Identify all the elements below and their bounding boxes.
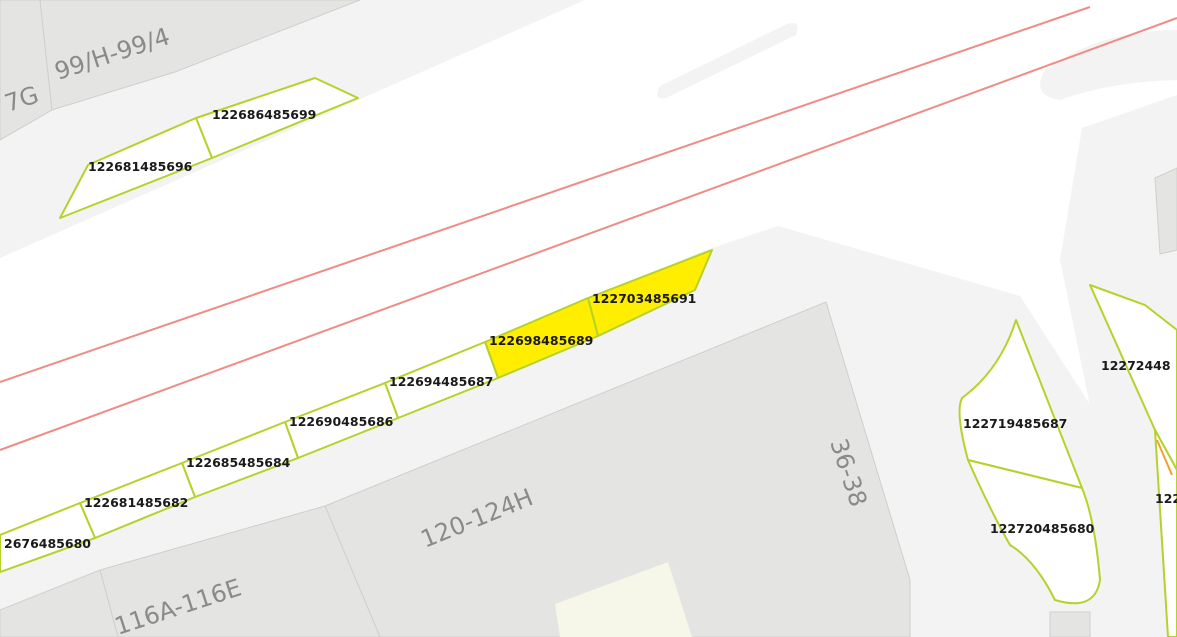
road-edge-south xyxy=(0,17,1177,451)
parking-bay[interactable] xyxy=(958,319,1083,489)
building-east[interactable] xyxy=(1154,167,1177,255)
bay-label: 122690485686 xyxy=(289,414,394,429)
traffic-island-2 xyxy=(1040,30,1177,100)
building-99h[interactable] xyxy=(39,0,361,111)
bay-label: 122694485687 xyxy=(389,374,493,389)
block-east xyxy=(1060,95,1177,620)
road-accent-orange xyxy=(1156,439,1173,476)
bay-label: 122 xyxy=(1155,491,1177,506)
parking-bay[interactable] xyxy=(1154,429,1177,637)
bay-label: 122686485699 xyxy=(212,107,316,122)
bay-label: 122720485680 xyxy=(990,521,1095,536)
traffic-island-1 xyxy=(657,22,798,99)
road-lines xyxy=(0,6,1177,451)
bay-label: 2676485680 xyxy=(4,536,91,551)
parking-bays[interactable] xyxy=(0,77,1177,637)
parking-bay[interactable] xyxy=(967,459,1101,605)
bay-label: 122698485689 xyxy=(489,333,593,348)
parking-bay[interactable] xyxy=(59,117,213,219)
road-edge-north xyxy=(0,6,1091,383)
parking-bay[interactable] xyxy=(0,502,96,573)
building-corner[interactable] xyxy=(0,569,119,637)
bay-label: 122681485682 xyxy=(84,495,188,510)
parking-bay[interactable] xyxy=(1089,284,1177,471)
bay-label: 122681485696 xyxy=(88,159,193,174)
courtyard xyxy=(555,562,692,637)
bay-label: 122685485684 xyxy=(186,455,291,470)
bay-labels: 122686485699 122681485696 122703485691 1… xyxy=(4,107,1177,551)
bay-label: 122719485687 xyxy=(963,416,1067,431)
bay-label: 122703485691 xyxy=(592,291,696,306)
building-south-east[interactable] xyxy=(1049,611,1091,637)
bay-label: 12272448 xyxy=(1101,358,1171,373)
